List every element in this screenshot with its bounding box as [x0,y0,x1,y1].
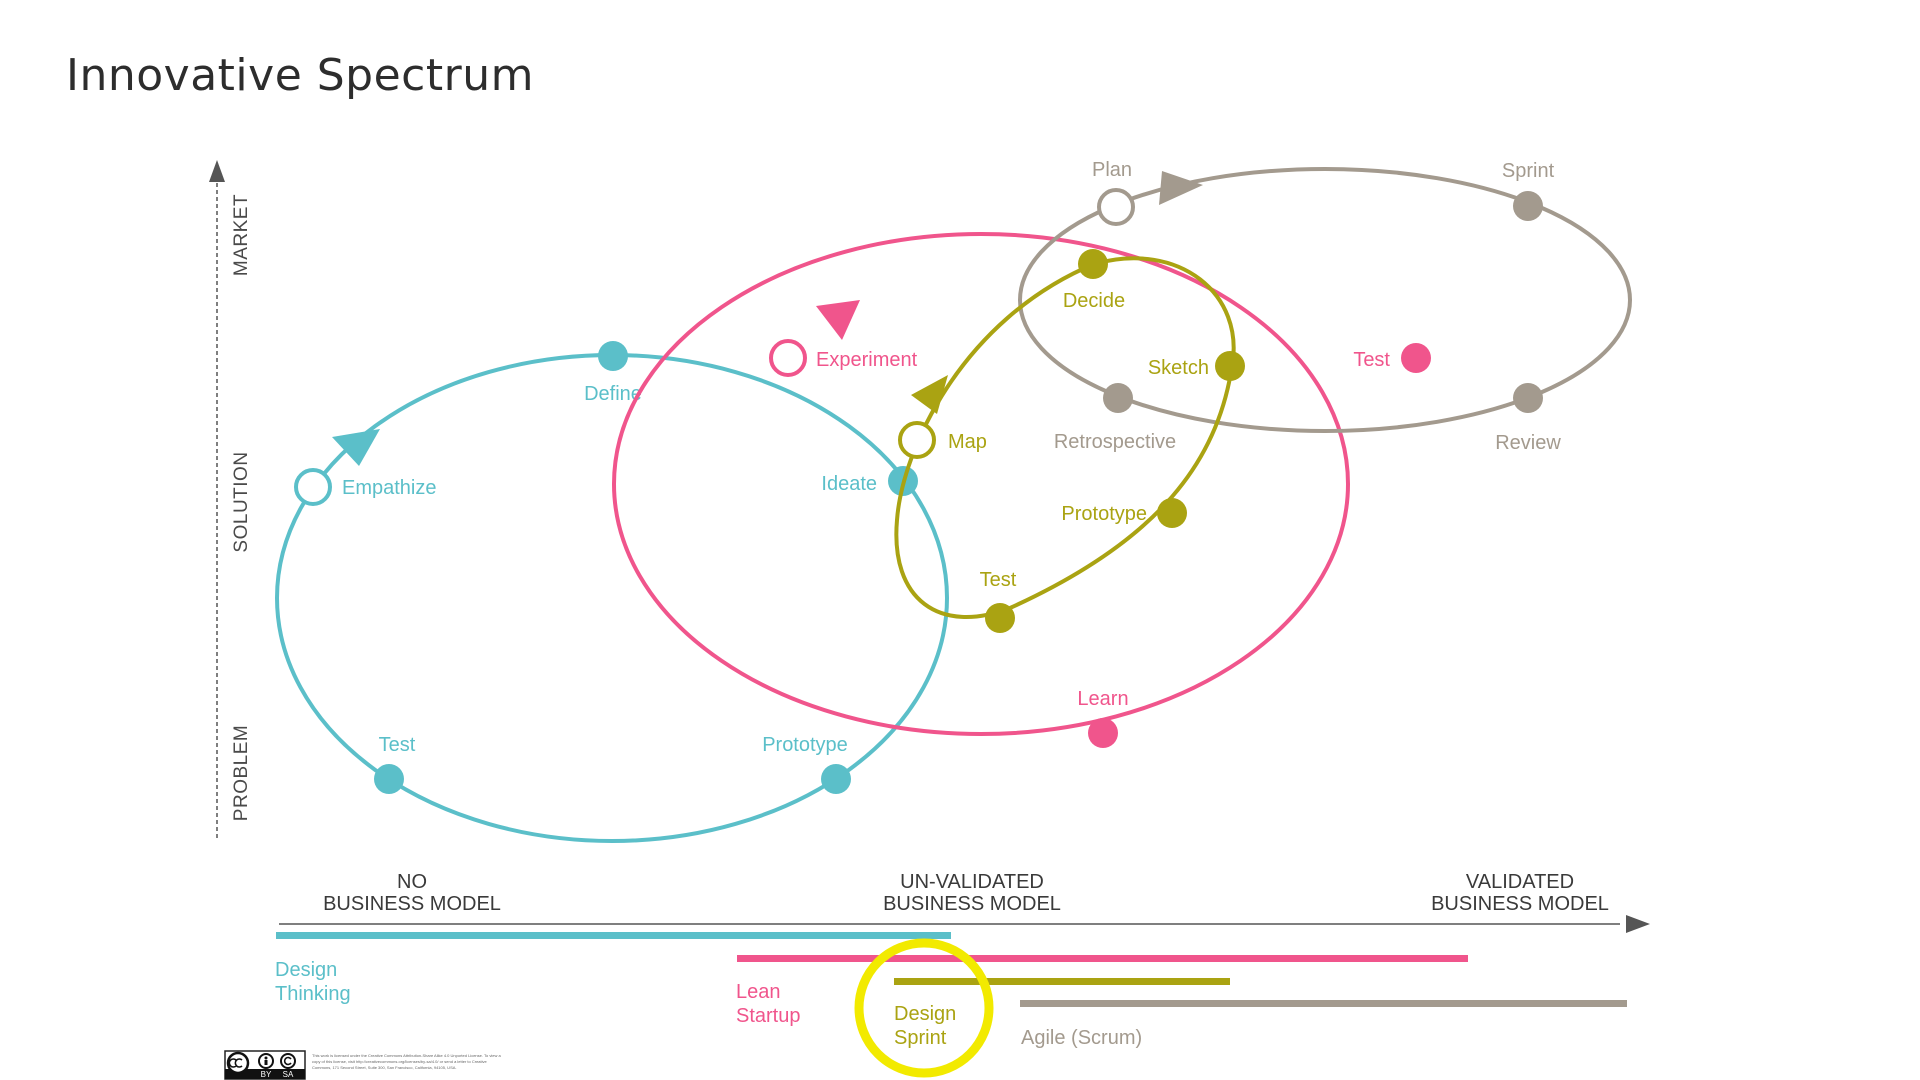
agile-node-sprint[interactable] [1513,191,1543,221]
agile-label-plan: Plan [1092,159,1132,181]
ls-label-test: Test [1353,349,1390,371]
design-thinking-name-line2: Thinking [275,983,351,1005]
stage-no-business-model-line2: BUSINESS MODEL [323,893,501,915]
dt-label-define: Define [584,383,642,405]
cc-logo-icon [226,1051,250,1075]
agile-label-review: Review [1495,432,1561,454]
design-thinking-cycle: Empathize Define Ideate Prototype Test [275,341,949,843]
ds-label-decide: Decide [1063,290,1125,312]
ds-node-prototype[interactable] [1157,498,1187,528]
agile-node-review[interactable] [1513,383,1543,413]
agile-node-plan[interactable] [1097,188,1135,226]
ds-node-test[interactable] [985,603,1015,633]
dt-label-empathize: Empathize [342,477,437,499]
dt-label-prototype: Prototype [762,734,848,756]
ds-label-prototype: Prototype [1061,503,1147,525]
ls-node-experiment[interactable] [769,339,807,377]
stage-unvalidated-business-model-line2: BUSINESS MODEL [883,893,1061,915]
design-thinking-direction-arrow-icon [332,429,380,466]
lean-startup-loop [612,232,1350,736]
x-axis-arrow-icon [1626,915,1650,933]
ds-label-map: Map [948,431,987,453]
y-axis-label-solution: SOLUTION [231,451,252,552]
license-text-line1: This work is licensed under the Creative… [312,1053,501,1058]
design-thinking-range-bar [276,932,951,939]
cc-badge-footer [225,1069,305,1079]
y-axis-label-market: MARKET [231,194,252,276]
agile-direction-arrow-icon [1159,171,1203,205]
dt-node-prototype[interactable] [821,764,851,794]
agile-name: Agile (Scrum) [1021,1027,1142,1049]
ds-node-sketch[interactable] [1215,351,1245,381]
design-sprint-cycle: Map Decide Sketch Prototype Test [894,249,1245,633]
lean-startup-name-line1: Lean [736,981,781,1003]
dt-node-empathize[interactable] [294,468,332,506]
ds-label-test: Test [980,569,1017,591]
cc-by-head-icon [264,1056,268,1060]
design-sprint-name-line1: Design [894,1003,956,1025]
ls-node-learn[interactable] [1088,718,1118,748]
license-text-line3: Commons, 171 Second Street, Suite 300, S… [312,1065,457,1070]
cc-by-body-icon [264,1060,268,1065]
ds-label-sketch: Sketch [1148,357,1209,379]
dt-label-test: Test [379,734,416,756]
agile-range-bar [1020,1000,1627,1007]
ls-label-experiment: Experiment [816,349,918,371]
stage-no-business-model-line1: NO [397,871,427,893]
y-axis-label-problem: PROBLEM [231,725,252,821]
design-sprint-range-bar [894,978,1230,985]
cc-badge-sa-label: SA [283,1070,294,1079]
license-text-line2: copy of this license, visit http://creat… [312,1059,488,1064]
agile-label-retrospective: Retrospective [1054,431,1176,453]
design-thinking-name-line1: Design [275,959,337,981]
ls-label-learn: Learn [1077,688,1128,710]
dt-label-ideate: Ideate [821,473,877,495]
stage-validated-business-model-line1: VALIDATED [1466,871,1574,893]
cc-logo-mark-icon [228,1058,243,1068]
agile-loop [1018,167,1632,433]
dt-node-test[interactable] [374,764,404,794]
ds-node-map[interactable] [898,421,936,459]
design-sprint-direction-arrow-icon [911,375,948,414]
y-axis-arrow-icon [209,160,225,182]
cc-sa-icon [280,1053,296,1069]
cc-license-badge: BY SA This work is licensed under the Cr… [224,1050,501,1080]
stage-unvalidated-business-model-line1: UN-VALIDATED [900,871,1044,893]
cc-sa-arrow-icon [283,1056,292,1066]
cc-badge-by-label: BY [261,1070,272,1079]
design-sprint-highlight-circle [854,938,994,1078]
page-title: Innovative Spectrum [66,50,534,101]
lean-startup-name-line2: Startup [736,1005,800,1027]
stage-validated-business-model-line2: BUSINESS MODEL [1431,893,1609,915]
lean-startup-range-bar [737,955,1468,962]
lean-startup-cycle: Experiment Test Learn [612,232,1431,748]
agile-cycle: Plan Sprint Review Retrospective [1018,159,1632,454]
agile-label-sprint: Sprint [1502,160,1555,182]
ds-node-decide[interactable] [1078,249,1108,279]
dt-node-define[interactable] [598,341,628,371]
design-thinking-loop [275,353,949,843]
agile-node-retrospective[interactable] [1103,383,1133,413]
lean-startup-direction-arrow-icon [816,300,860,340]
design-sprint-name-line2: Sprint [894,1027,947,1049]
ls-node-test[interactable] [1401,343,1431,373]
